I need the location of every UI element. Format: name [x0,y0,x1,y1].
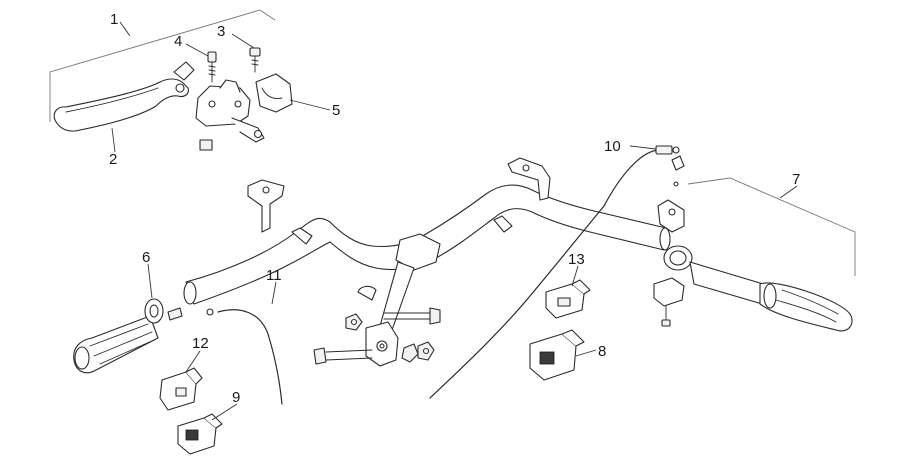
left-grip-6 [73,298,183,374]
throttle-housing-ring [663,245,693,271]
switch-13 [545,279,591,319]
callout-9: 9 [232,389,240,406]
callouts: 1 2 3 4 5 6 7 8 9 10 11 12 13 [109,11,800,406]
handlebar-right-tab [507,157,551,201]
handlebar-center-brace [291,215,513,245]
switch-12 [159,367,203,411]
switch-8 [529,329,585,381]
right-grip-7 [689,261,853,332]
callout-4: 4 [174,33,182,50]
callout-10: 10 [604,138,621,155]
callout-13: 13 [568,251,585,268]
throttle-cable [429,205,605,399]
lever-mount-bracket [195,79,265,151]
handlebar-left-tab [247,179,285,233]
callout-11: 11 [266,267,282,284]
leader-lines [111,21,798,421]
callout-1: 1 [110,11,118,28]
stem-nut-left [345,313,363,331]
screw-4 [207,51,217,83]
callout-3: 3 [217,23,225,40]
part-7-group-bracket [687,177,856,276]
stem-bolt-upper [383,307,441,325]
housing-screw [661,305,671,327]
part-1-group-bracket [49,9,276,122]
brake-cable-11 [206,308,283,405]
screw-3 [249,47,261,73]
callout-5: 5 [332,102,340,119]
throttle-cable-end-10 [603,145,685,207]
callout-12: 12 [192,335,209,352]
throttle-housing-upper [657,199,685,233]
callout-2: 2 [109,151,117,168]
callout-7: 7 [792,171,800,188]
switch-9 [177,413,223,455]
handlebar-clamp-5 [255,73,293,113]
callout-8: 8 [598,343,606,360]
throttle-housing-lower [653,277,685,307]
callout-6: 6 [142,249,150,266]
brake-lever [53,61,195,132]
stem-nut-right [401,341,435,363]
stem-bolt-lower [313,347,373,365]
